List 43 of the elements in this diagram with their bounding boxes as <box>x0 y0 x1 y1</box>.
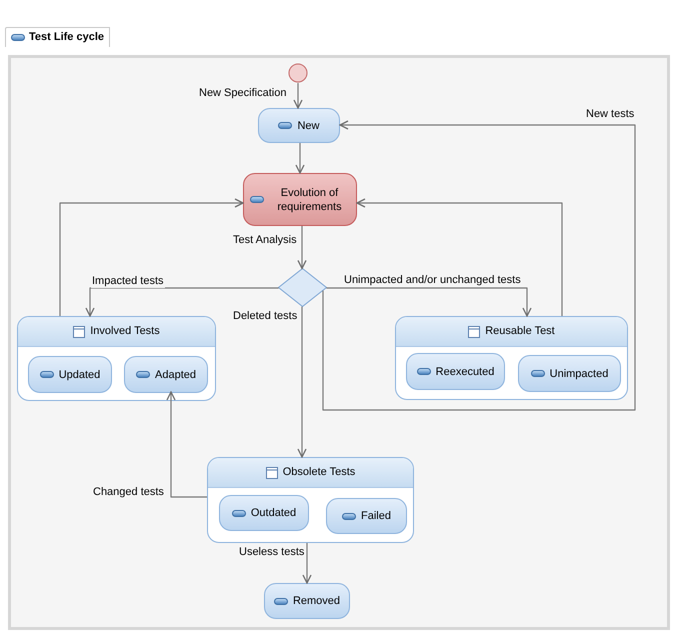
arrow <box>297 226 307 270</box>
arrow <box>295 143 305 174</box>
state-label: Updated <box>58 368 100 382</box>
edge-label: Unimpacted and/or unchanged tests <box>343 274 522 287</box>
edge-label: Test Analysis <box>232 234 298 247</box>
group-title: Reusable Test <box>485 324 555 340</box>
state-box <box>326 498 407 534</box>
edge-label: Impacted tests <box>91 275 165 288</box>
edge-label: Changed tests <box>92 486 165 499</box>
arrow <box>85 287 279 317</box>
state-box <box>219 495 309 531</box>
state-label: Unimpacted <box>550 366 608 380</box>
start-node-circle <box>288 63 308 83</box>
group-title: Involved Tests <box>90 324 160 340</box>
state-label: New <box>297 118 320 132</box>
arrow <box>356 198 563 316</box>
decision-diamond <box>278 268 327 307</box>
state-label: Adapted <box>155 368 196 382</box>
arrow <box>166 391 207 498</box>
arrow <box>326 287 532 317</box>
state-box <box>264 583 350 619</box>
state-box <box>124 356 208 393</box>
state-box <box>258 108 340 143</box>
arrow <box>59 198 244 316</box>
state-label: Failed <box>361 509 391 523</box>
state-box <box>28 356 112 393</box>
state-label: Removed <box>292 594 340 608</box>
frame-title: Test Life cycle <box>29 30 104 46</box>
state-label: Evolution of requirements <box>276 186 343 214</box>
arrow <box>302 543 312 584</box>
group-state-box <box>395 316 628 400</box>
arrow <box>297 306 307 458</box>
edge-label: New Specification <box>198 87 288 100</box>
group-title: Obsolete Tests <box>282 465 356 480</box>
group-state-box <box>17 316 216 401</box>
state-label: Reexecuted <box>436 364 494 378</box>
group-state-box <box>207 457 414 543</box>
state-box <box>406 353 505 390</box>
state-box <box>518 355 621 392</box>
arrow <box>322 120 636 411</box>
state-label: Outdated <box>250 506 296 520</box>
arrow <box>293 83 303 109</box>
state-box <box>243 173 357 226</box>
